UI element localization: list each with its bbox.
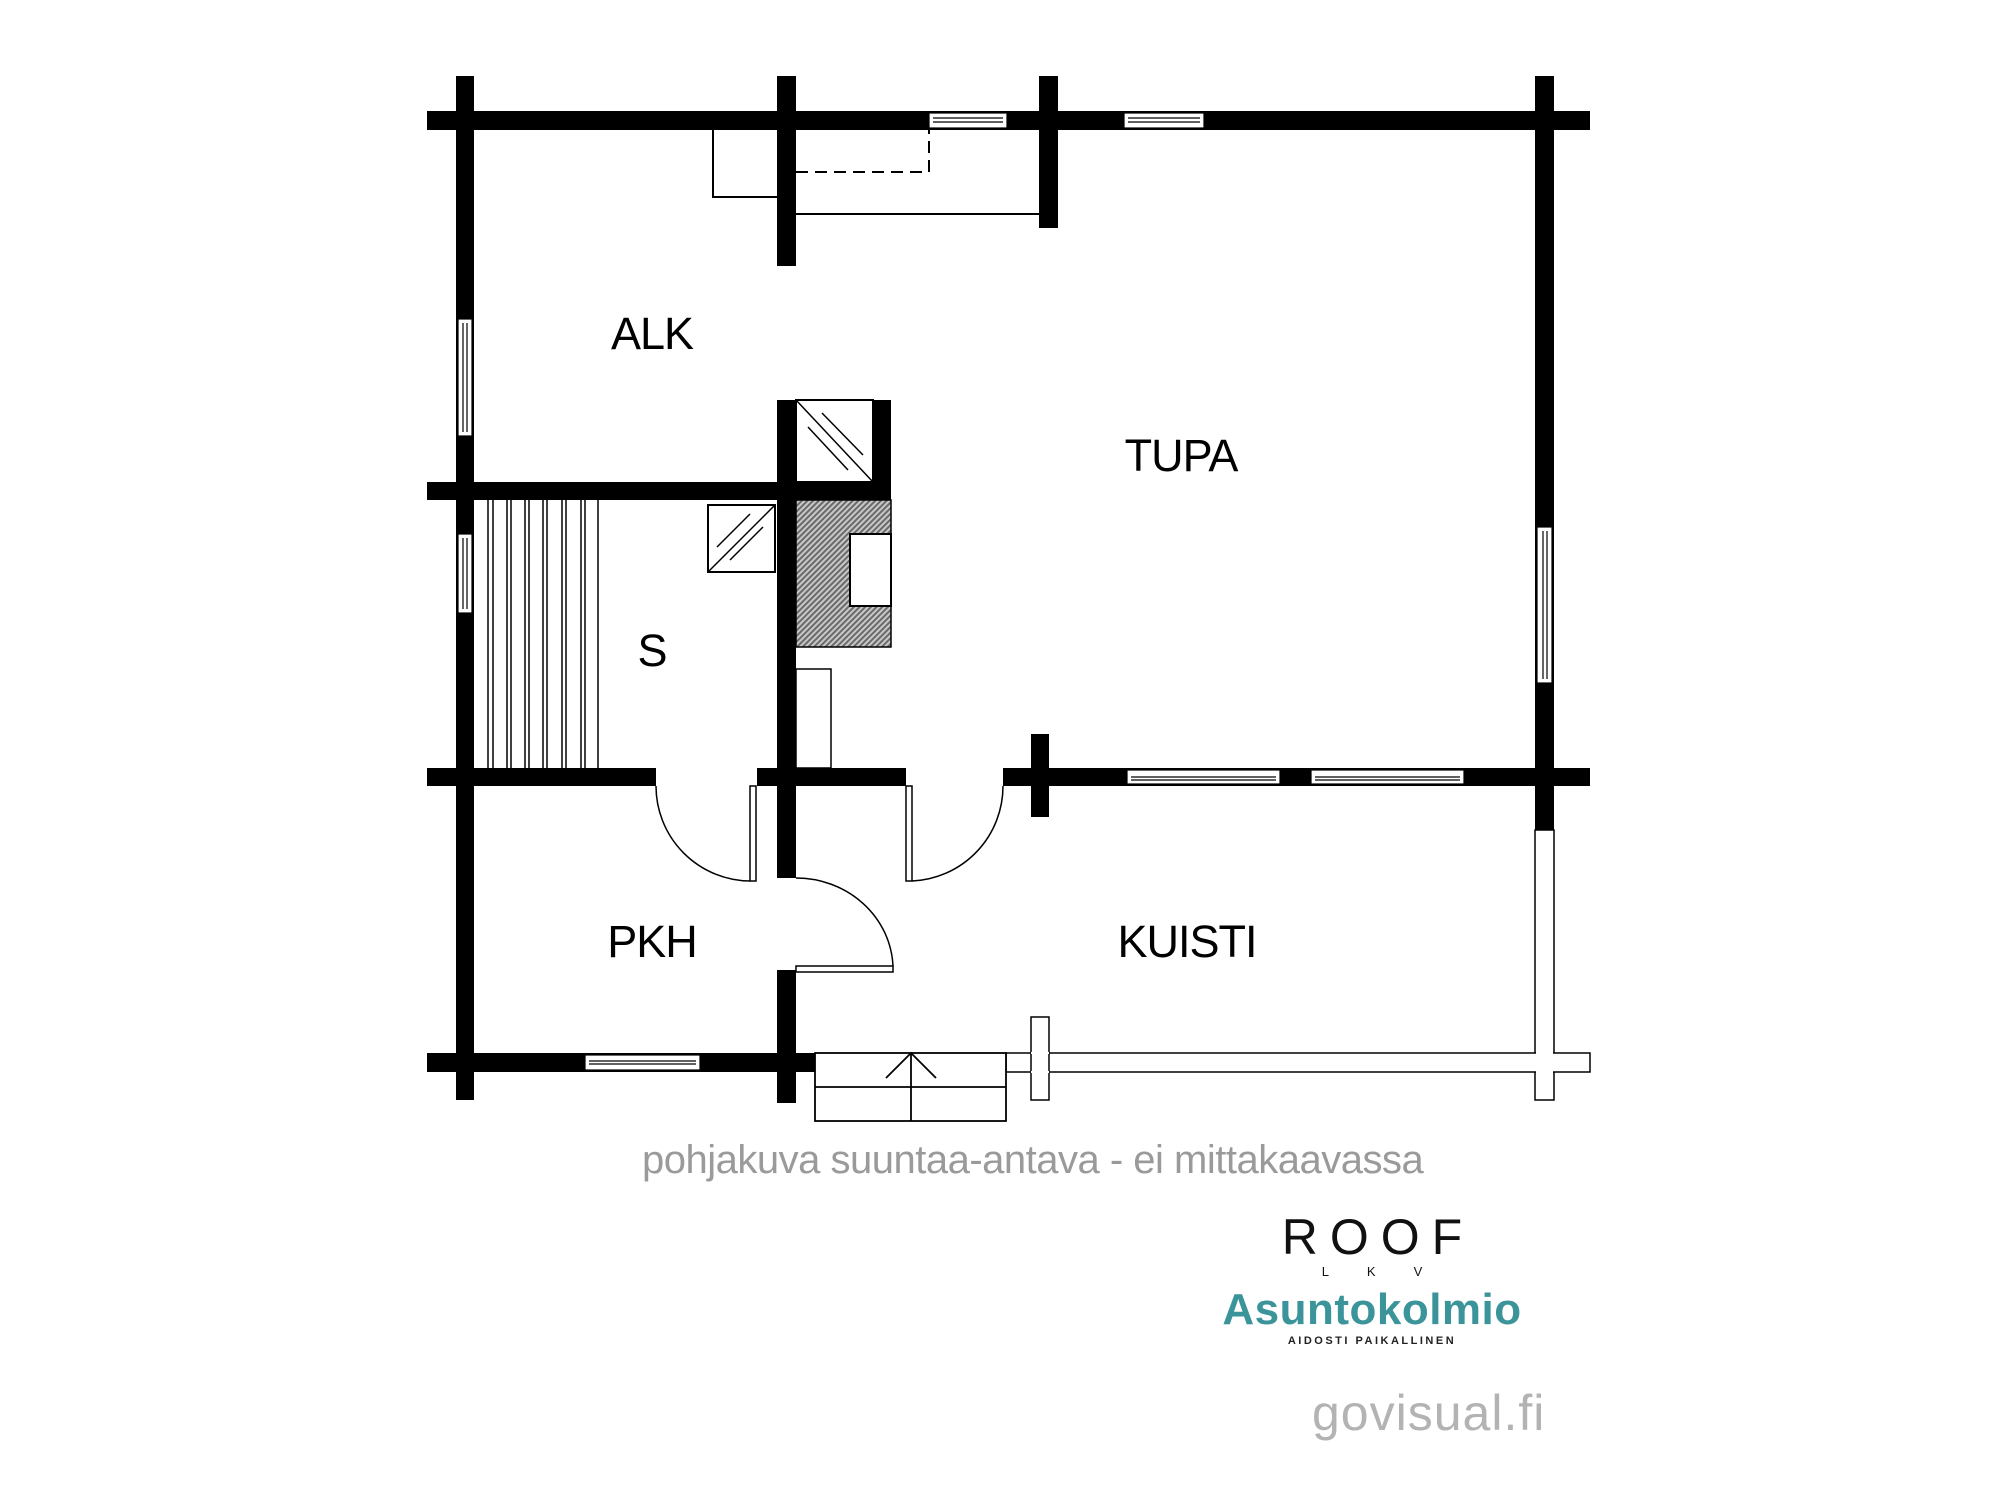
doors bbox=[655, 785, 1004, 973]
roof-lkv-logo: ROOF LKV bbox=[1262, 1212, 1482, 1280]
asuntokolmio-tagline: AIDOSTI PAIKALLINEN bbox=[1287, 1335, 1457, 1347]
entry-arrow-icon bbox=[885, 1051, 937, 1079]
room-label-tupa: TUPA bbox=[1124, 430, 1239, 481]
porch-structure bbox=[1005, 829, 1591, 1101]
sauna-fixtures bbox=[487, 500, 776, 768]
room-label-pkh: PKH bbox=[607, 916, 698, 967]
asuntokolmio-logo: Asuntokolmio AIDOSTI PAIKALLINEN bbox=[1212, 1288, 1532, 1348]
asuntokolmio-logo-text: Asuntokolmio bbox=[1222, 1285, 1522, 1334]
kitchen-counters bbox=[712, 130, 1039, 215]
walls bbox=[427, 76, 1590, 1103]
roof-logo-text: ROOF bbox=[1281, 1209, 1475, 1265]
room-label-alk: ALK bbox=[610, 308, 694, 359]
room-label-kuisti: KUISTI bbox=[1117, 916, 1257, 967]
disclaimer-caption: pohjakuva suuntaa-antava - ei mittakaava… bbox=[642, 1138, 1424, 1182]
website-watermark: govisual.fi bbox=[1312, 1385, 1546, 1441]
roof-logo-subtext: LKV bbox=[1321, 1264, 1461, 1279]
entrance-steps bbox=[814, 1051, 1007, 1122]
fireplace bbox=[795, 399, 892, 769]
windows bbox=[457, 112, 1553, 1071]
sauna-bench bbox=[487, 500, 599, 768]
room-label-s: S bbox=[637, 625, 667, 676]
